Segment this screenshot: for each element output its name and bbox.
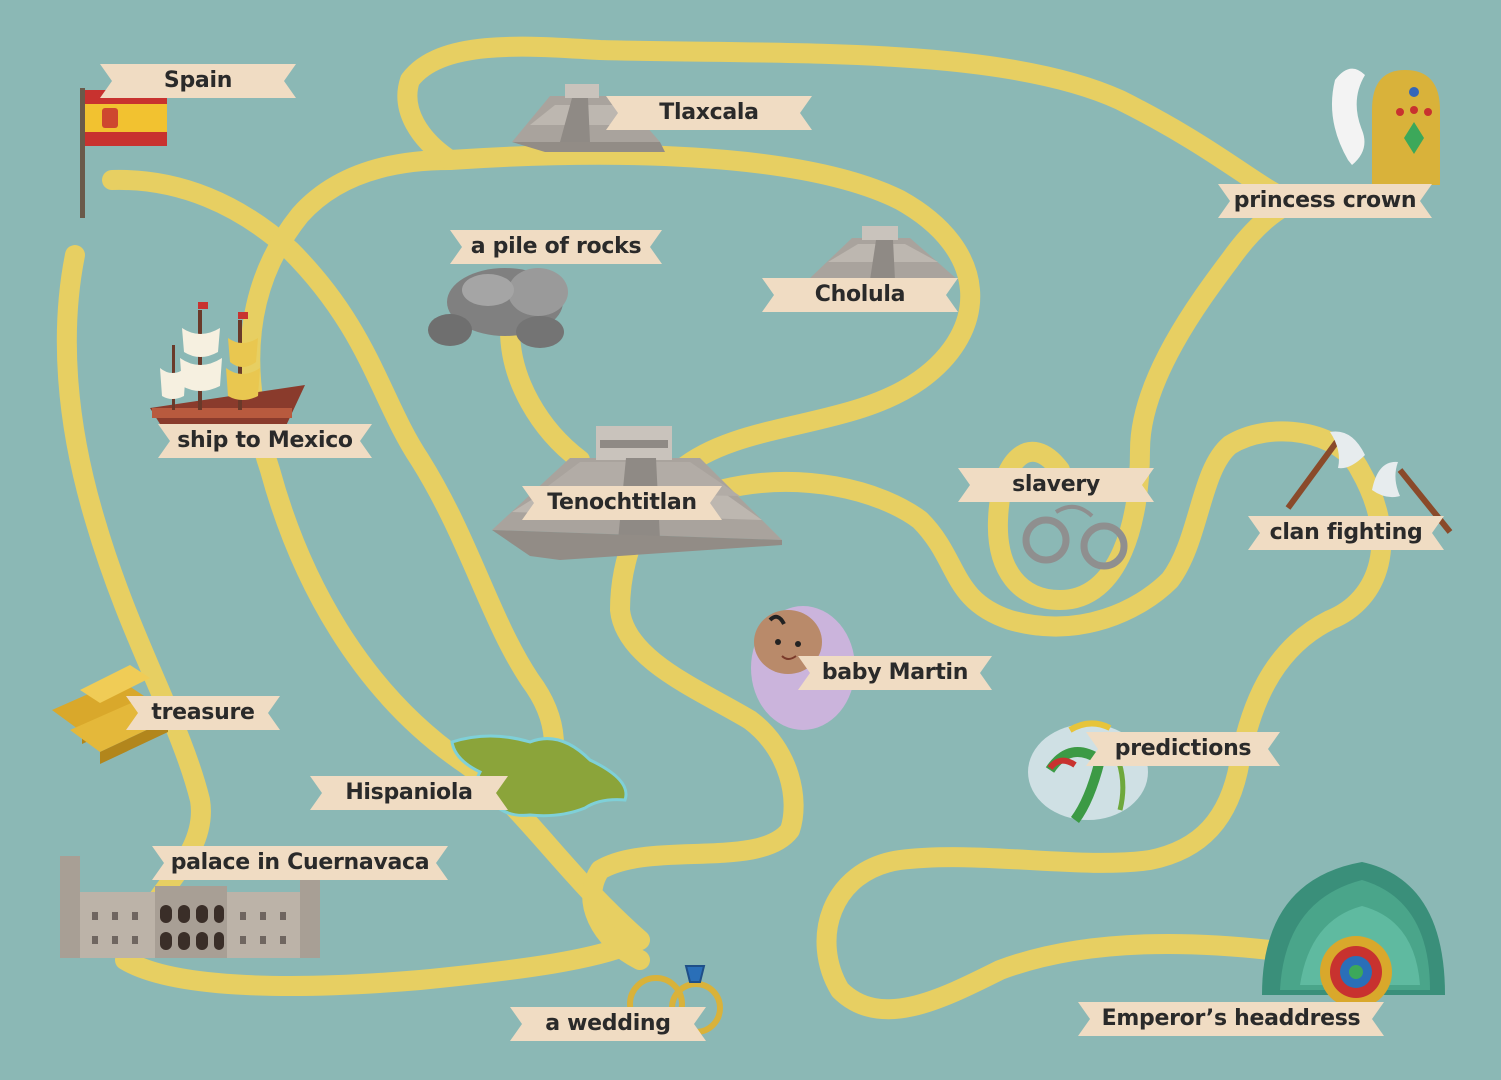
label-text: Emperor’s headdress [1101, 1006, 1361, 1031]
label-palace-cuernavaca[interactable]: palace in Cuernavaca [152, 846, 448, 880]
label-emperors-headdress[interactable]: Emperor’s headdress [1078, 1002, 1384, 1036]
banner-ribbon [522, 486, 722, 520]
label-text: slavery [1012, 472, 1100, 497]
banner-ribbon [126, 696, 280, 730]
label-text: predictions [1114, 736, 1252, 761]
banner-ribbon [310, 776, 508, 810]
banner-ribbon [958, 468, 1154, 502]
label-baby-martin[interactable]: baby Martin [798, 656, 992, 690]
label-text: baby Martin [821, 660, 969, 685]
banner-ribbon [762, 278, 958, 312]
banner-ribbon [1248, 516, 1444, 550]
banner-ribbon [606, 96, 812, 130]
rocks-icon [428, 268, 568, 348]
label-wedding[interactable]: a wedding [510, 1007, 706, 1041]
label-tenochtitlan[interactable]: Tenochtitlan [522, 486, 722, 520]
label-ship-to-mexico[interactable]: ship to Mexico [158, 424, 372, 458]
label-cholula[interactable]: Cholula [762, 278, 958, 312]
banner-ribbon [1218, 184, 1432, 218]
banner-ribbon [158, 424, 372, 458]
path-ship-loop [56, 36, 1300, 996]
label-spain[interactable]: Spain [100, 64, 296, 98]
label-text: Tenochtitlan [547, 490, 697, 515]
banner-ribbon [1078, 1002, 1384, 1036]
handcuffs-icon [1022, 504, 1128, 570]
banner-ribbon [450, 230, 662, 264]
crown-icon [1331, 68, 1440, 185]
path-tenochtitlan-to-slavery [710, 421, 1392, 1020]
path-rocks-to-tenochtitlan [500, 320, 590, 470]
path-spain-to-hispaniola [102, 169, 564, 800]
label-clan-fighting[interactable]: clan fighting [1248, 516, 1444, 550]
label-tlaxcala[interactable]: Tlaxcala [606, 96, 812, 130]
label-predictions[interactable]: predictions [1086, 732, 1280, 766]
spain-flag-icon [80, 88, 167, 218]
palace-icon [60, 856, 320, 958]
banner-ribbon [152, 846, 448, 880]
label-slavery[interactable]: slavery [958, 468, 1154, 502]
label-text: Tlaxcala [659, 100, 759, 125]
label-treasure[interactable]: treasure [126, 696, 280, 730]
label-text: ship to Mexico [177, 428, 353, 453]
label-princess-crown[interactable]: princess crown [1218, 184, 1432, 218]
label-text: clan fighting [1269, 520, 1423, 545]
banner-ribbon [100, 64, 296, 98]
label-text: palace in Cuernavaca [170, 850, 430, 875]
label-text: princess crown [1233, 188, 1417, 213]
label-text: a wedding [545, 1011, 671, 1036]
label-hispaniola[interactable]: Hispaniola [310, 776, 508, 810]
banner-ribbon [798, 656, 992, 690]
label-text: Hispaniola [345, 780, 473, 805]
label-text: a pile of rocks [470, 234, 642, 259]
banner-ribbon [1086, 732, 1280, 766]
headdress-icon [1262, 862, 1445, 1008]
axes-icon [1285, 431, 1453, 534]
label-text: Cholula [814, 282, 906, 307]
gold-bars-icon [52, 665, 168, 764]
label-text: Spain [163, 68, 233, 93]
cholula-pyramid-icon [808, 226, 958, 280]
label-pile-of-rocks[interactable]: a pile of rocks [450, 230, 662, 264]
banner-ribbon [510, 1007, 706, 1041]
label-text: treasure [151, 700, 255, 725]
